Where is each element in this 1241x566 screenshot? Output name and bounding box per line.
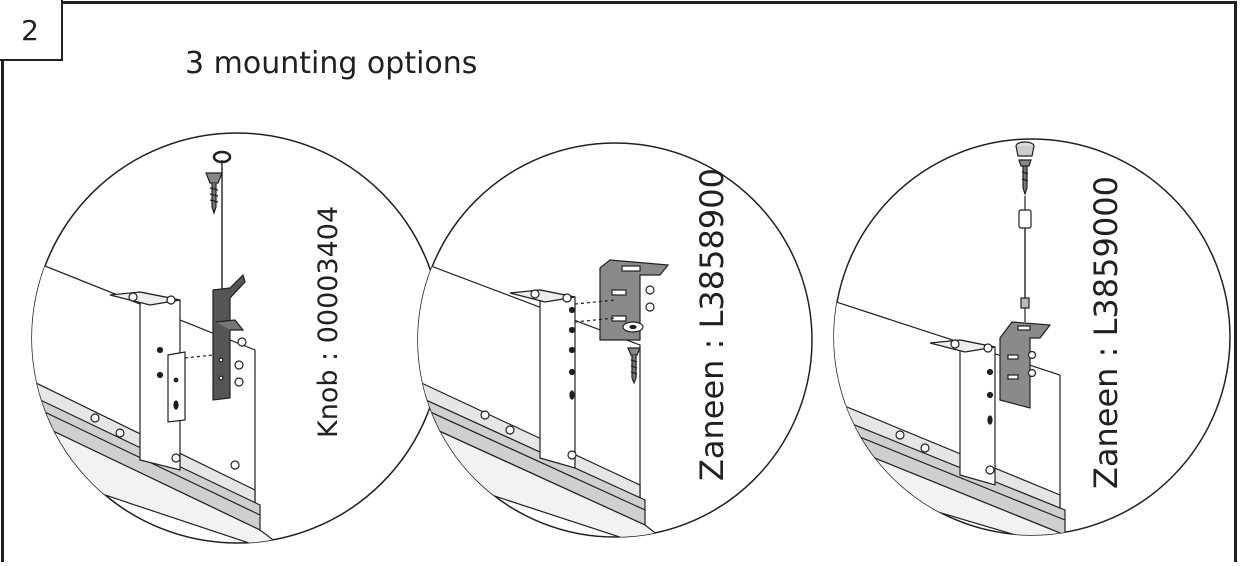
step-number-box: 2 xyxy=(0,0,63,61)
step-title: 3 mounting options xyxy=(185,46,478,81)
step-number: 2 xyxy=(21,13,39,47)
option-2-part-label: Zaneen : L3858900 xyxy=(693,168,731,481)
option-1-part-label: Knob : 00003404 xyxy=(313,205,344,438)
option-2-illustration xyxy=(417,142,813,538)
option-3-illustration xyxy=(833,138,1231,536)
option-1-illustration xyxy=(31,132,443,544)
option-3-part-label: Zaneen : L3859000 xyxy=(1087,176,1125,489)
